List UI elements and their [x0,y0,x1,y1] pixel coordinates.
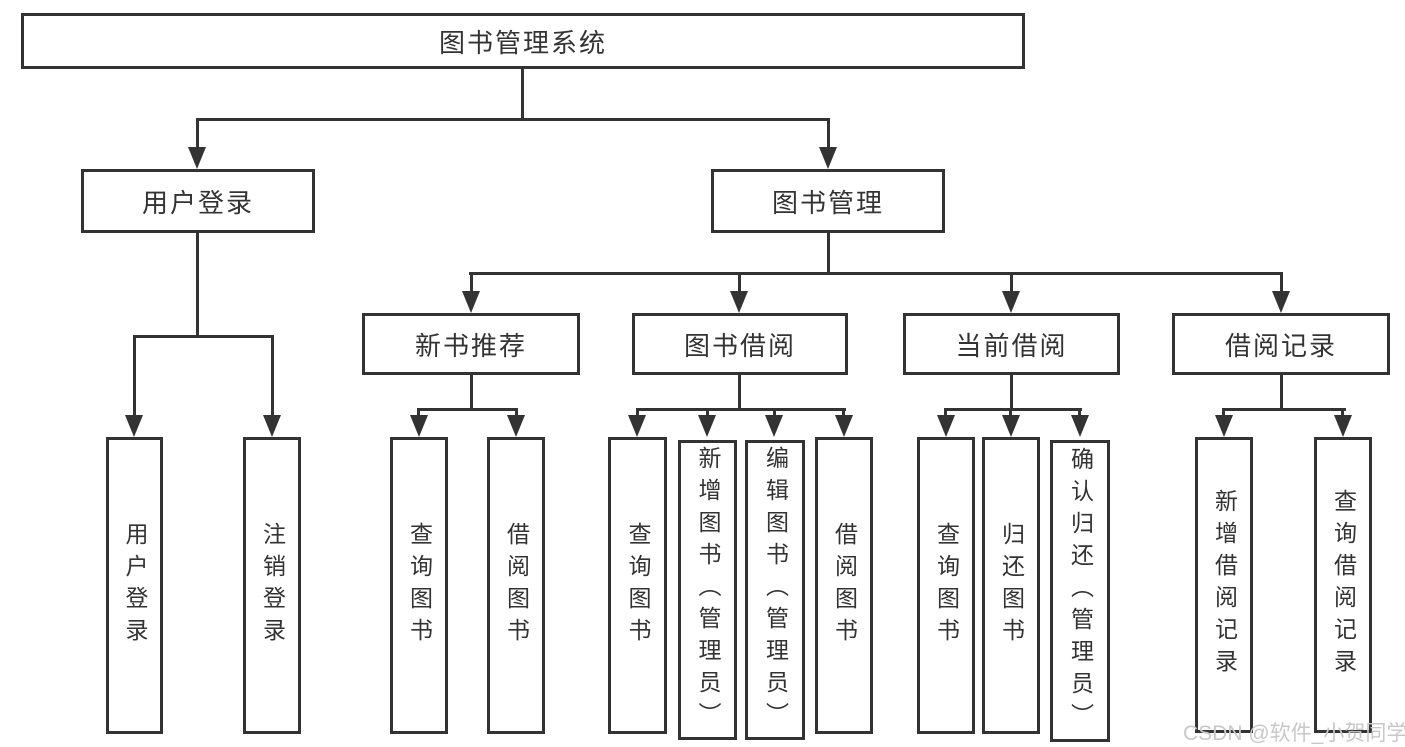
leaf-label: 注销登录 [259,521,286,650]
leaf-label: 查询借阅记录 [1330,489,1357,681]
connector-vline [1341,408,1344,418]
leaf-borrow-edit-books-admin: 编辑图书（管理员） [745,440,805,740]
connector-hline [133,335,274,338]
arrow-down-icon [1071,415,1089,437]
leaf-label: 查询图书 [625,521,651,650]
leaf-label: 查询图书 [933,521,960,650]
leaf-label: 确认归还（管理员） [1067,447,1094,735]
connector-vline [196,233,199,338]
connector-vline [271,335,274,417]
node-new-book-recommend: 新书推荐 [362,313,580,375]
connector-vline [738,272,741,293]
arrow-down-icon [1002,415,1020,437]
arrow-down-icon [730,291,748,313]
connector-hline [636,408,846,411]
arrow-down-icon [937,415,955,437]
arrow-down-icon [835,415,853,437]
connector-vline [773,408,776,418]
connector-vline [470,272,473,293]
node-book-management: 图书管理 [711,169,945,233]
leaf-borrow-add-books-admin: 新增图书（管理员） [678,440,737,740]
connector-hline [417,408,518,411]
node-label: 新书推荐 [414,330,527,361]
node-label: 用户登录 [141,187,254,218]
connector-vline [1280,272,1283,293]
connector-vline [842,408,845,418]
leaf-label: 新增借阅记录 [1211,489,1238,681]
leaf-logout: 注销登录 [243,437,301,734]
connector-vline [706,408,709,418]
leaf-records-query-record: 查询借阅记录 [1314,437,1372,733]
leaf-borrow-query-books: 查询图书 [608,437,667,734]
leaf-borrow-borrow-books: 借阅图书 [815,437,873,734]
node-borrow-records: 借阅记录 [1172,313,1390,375]
leaf-current-query-books: 查询图书 [917,437,975,734]
csdn-watermark: CSDN @软件_小贺同学 [1183,722,1405,745]
connector-hline [469,272,1283,275]
connector-vline [1078,408,1081,418]
leaf-records-add-record: 新增借阅记录 [1195,437,1253,733]
arrow-down-icon [765,415,783,437]
arrow-down-icon [507,415,525,437]
connector-vline [636,408,639,418]
node-book-borrow: 图书借阅 [632,313,848,375]
arrow-down-icon [1334,415,1352,437]
node-root: 图书管理系统 [21,13,1025,69]
leaf-recommend-query-books: 查询图书 [390,437,448,734]
arrow-down-icon [125,415,143,437]
leaf-current-confirm-return-admin: 确认归还（管理员） [1050,440,1110,742]
connector-hline [196,118,830,121]
connector-vline [133,335,136,417]
node-current-borrow: 当前借阅 [903,313,1120,375]
connector-vline [470,375,473,411]
arrow-down-icon [1272,291,1290,313]
arrow-down-icon [188,147,206,169]
connector-vline [827,233,830,275]
leaf-user-login: 用户登录 [106,437,163,734]
leaf-label: 借阅图书 [503,521,530,650]
connector-vline [196,118,199,149]
leaf-label: 查询图书 [406,521,433,650]
connector-hline [944,408,1082,411]
arrow-down-icon [462,291,480,313]
node-label: 当前借阅 [955,330,1068,361]
leaf-current-return-books: 归还图书 [982,437,1040,734]
leaf-label: 新增图书（管理员） [695,446,721,734]
connector-vline [738,375,741,411]
node-label: 图书管理 [771,187,884,218]
arrow-down-icon [1002,291,1020,313]
connector-vline [827,118,830,149]
arrow-down-icon [698,415,716,437]
arrow-down-icon [263,415,281,437]
leaf-label: 编辑图书（管理员） [762,446,789,734]
node-label: 图书管理系统 [438,27,607,58]
connector-vline [1010,375,1013,411]
leaf-label: 用户登录 [122,521,148,650]
arrow-down-icon [628,415,646,437]
leaf-recommend-borrow-books: 借阅图书 [487,437,545,734]
arrow-down-icon [1215,415,1233,437]
node-label: 图书借阅 [683,330,796,361]
connector-vline [515,408,518,418]
connector-vline [521,69,524,121]
node-user-login: 用户登录 [81,169,315,233]
arrow-down-icon [410,415,428,437]
leaf-label: 归还图书 [998,521,1025,650]
connector-vline [1280,375,1283,411]
connector-vline [417,408,420,418]
connector-vline [1009,408,1012,418]
leaf-label: 借阅图书 [831,521,858,650]
connector-hline [1222,408,1346,411]
connector-vline [944,408,947,418]
connector-vline [1222,408,1225,418]
connector-vline [1010,272,1013,293]
node-label: 借阅记录 [1224,330,1337,361]
arrow-down-icon [819,147,837,169]
